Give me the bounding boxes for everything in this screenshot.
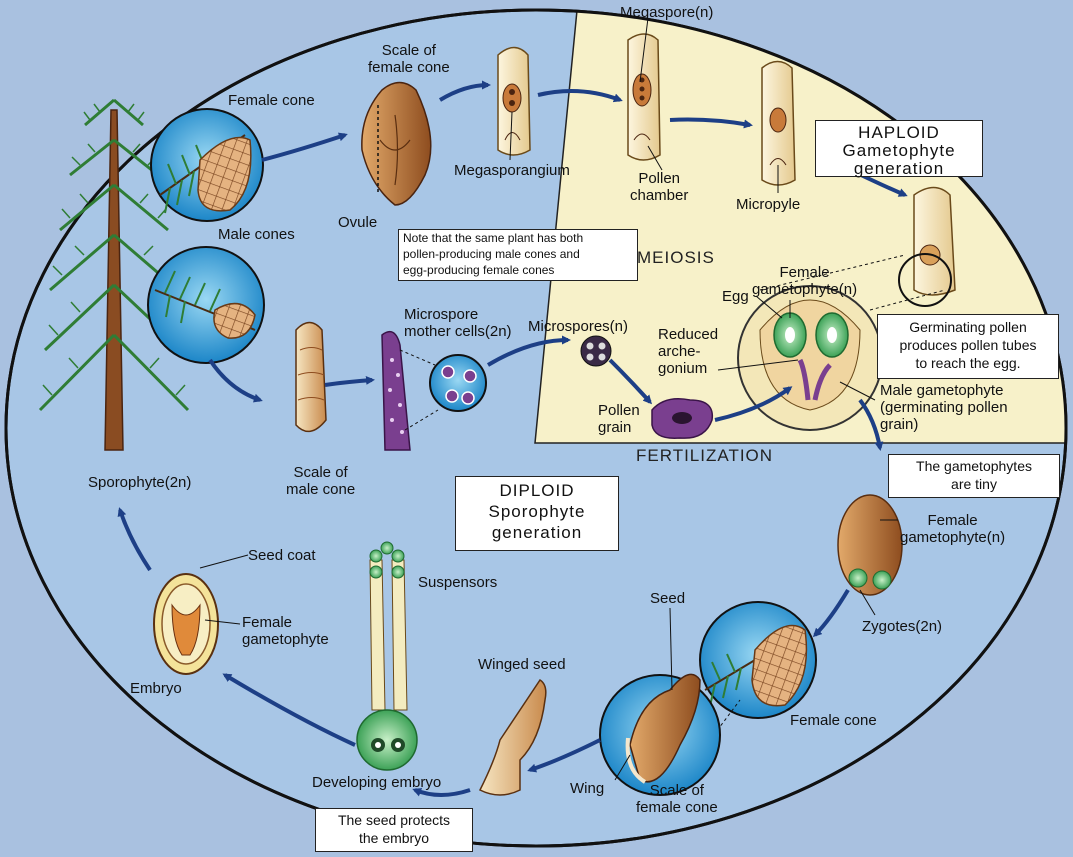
- note-line: to reach the egg.: [878, 354, 1058, 372]
- note-line: Germinating pollen: [878, 318, 1058, 336]
- note-line: produces pollen tubes: [878, 336, 1058, 354]
- megasporangium-shape: [498, 48, 530, 156]
- label-female-cone-top: Female cone: [228, 92, 315, 109]
- label-line: Male gametophyte: [880, 382, 1008, 399]
- haploid-title: HAPLOID: [816, 124, 982, 142]
- label-line: grain): [880, 416, 1008, 433]
- label-microspores: Microspores(n): [528, 318, 628, 335]
- note-line: the embryo: [316, 829, 472, 847]
- label-female-gametophyte-seed: Female gametophyte: [242, 614, 329, 648]
- label-male-gametophyte: Male gametophyte (germinating pollen gra…: [880, 382, 1008, 433]
- label-scale-male-cone: Scale of male cone: [286, 464, 355, 498]
- label-line: chamber: [630, 187, 688, 204]
- label-line: gametophyte: [242, 631, 329, 648]
- label-female-cone-bottom: Female cone: [790, 712, 877, 729]
- male-cone-scale: [296, 323, 326, 432]
- haploid-generation-box: HAPLOID Gametophyte generation: [815, 120, 983, 177]
- note-line: The gametophytes: [889, 457, 1059, 475]
- label-megaspore: Megaspore(n): [620, 4, 713, 21]
- diploid-subtitle: Sporophyte: [456, 501, 618, 522]
- note-line: The seed protects: [316, 811, 472, 829]
- seed-scale-circle: [600, 674, 720, 795]
- label-line: gametophyte(n): [752, 281, 857, 298]
- pollen-grain-shape: [652, 399, 712, 438]
- label-scale-female-top: Scale of female cone: [368, 42, 450, 76]
- label-line: Pollen: [630, 170, 688, 187]
- note-line: Note that the same plant has both: [403, 230, 637, 246]
- microspores-tetrad: [581, 336, 611, 366]
- meiosis-label: MEIOSIS: [637, 248, 715, 268]
- label-scale-female-bottom: Scale of female cone: [636, 782, 718, 816]
- label-line: Female: [900, 512, 1005, 529]
- label-line: gametophyte(n): [900, 529, 1005, 546]
- label-micropyle: Micropyle: [736, 196, 800, 213]
- label-female-gametophyte-right: Female gametophyte(n): [900, 512, 1005, 546]
- label-sporophyte: Sporophyte(2n): [88, 474, 191, 491]
- diploid-generation-word: generation: [456, 522, 618, 543]
- label-suspensors: Suspensors: [418, 574, 497, 591]
- label-line: Microspore: [404, 306, 512, 323]
- diploid-generation-box: DIPLOID Sporophyte generation: [455, 476, 619, 551]
- label-megasporangium: Megasporangium: [454, 162, 570, 179]
- haploid-generation-word: generation: [816, 160, 982, 178]
- label-reduced-archegonium: Reduced arche- gonium: [658, 326, 718, 377]
- male-cone-circle: [148, 247, 264, 363]
- label-pollen-grain: Pollen grain: [598, 402, 640, 436]
- label-line: mother cells(2n): [404, 323, 512, 340]
- label-ovule: Ovule: [338, 214, 377, 231]
- label-line: Female: [242, 614, 329, 631]
- female-cone-circle-top: [151, 109, 263, 221]
- label-line: gonium: [658, 360, 718, 377]
- note-germinating-pollen: Germinating pollen produces pollen tubes…: [877, 314, 1059, 379]
- microspore-mother-cells: [430, 355, 486, 411]
- label-egg: Egg: [722, 288, 749, 305]
- label-female-gametophyte-n: Female gametophyte(n): [752, 264, 857, 298]
- note-line: egg-producing female cones: [403, 262, 637, 278]
- label-wing: Wing: [570, 780, 604, 797]
- label-developing-embryo: Developing embryo: [312, 774, 441, 791]
- label-embryo: Embryo: [130, 680, 182, 697]
- haploid-subtitle: Gametophyte: [816, 142, 982, 160]
- label-winged-seed: Winged seed: [478, 656, 566, 673]
- label-line: female cone: [636, 799, 718, 816]
- label-line: female cone: [368, 59, 450, 76]
- label-line: Scale of: [368, 42, 450, 59]
- label-male-cones: Male cones: [218, 226, 295, 243]
- label-zygotes: Zygotes(2n): [862, 618, 942, 635]
- label-microspore-mother-cells: Microspore mother cells(2n): [404, 306, 512, 340]
- note-line: are tiny: [889, 475, 1059, 493]
- note-gametophytes-tiny: The gametophytes are tiny: [888, 454, 1060, 498]
- label-line: grain: [598, 419, 640, 436]
- label-line: Female: [752, 264, 857, 281]
- label-line: arche-: [658, 343, 718, 360]
- label-line: Pollen: [598, 402, 640, 419]
- female-gametophyte-zygotes: [838, 495, 902, 595]
- label-line: (germinating pollen: [880, 399, 1008, 416]
- seed-with-embryo: [154, 574, 218, 674]
- label-line: Scale of: [636, 782, 718, 799]
- note-seed-protects: The seed protects the embryo: [315, 808, 473, 852]
- label-line: male cone: [286, 481, 355, 498]
- label-line: Scale of: [286, 464, 355, 481]
- diploid-title: DIPLOID: [456, 480, 618, 501]
- label-pollen-chamber: Pollen chamber: [630, 170, 688, 204]
- label-seed-coat: Seed coat: [248, 547, 316, 564]
- fertilization-label: FERTILIZATION: [636, 446, 773, 466]
- label-line: Reduced: [658, 326, 718, 343]
- note-line: pollen-producing male cones and: [403, 246, 637, 262]
- note-same-plant: Note that the same plant has both pollen…: [398, 229, 638, 281]
- label-seed: Seed: [650, 590, 685, 607]
